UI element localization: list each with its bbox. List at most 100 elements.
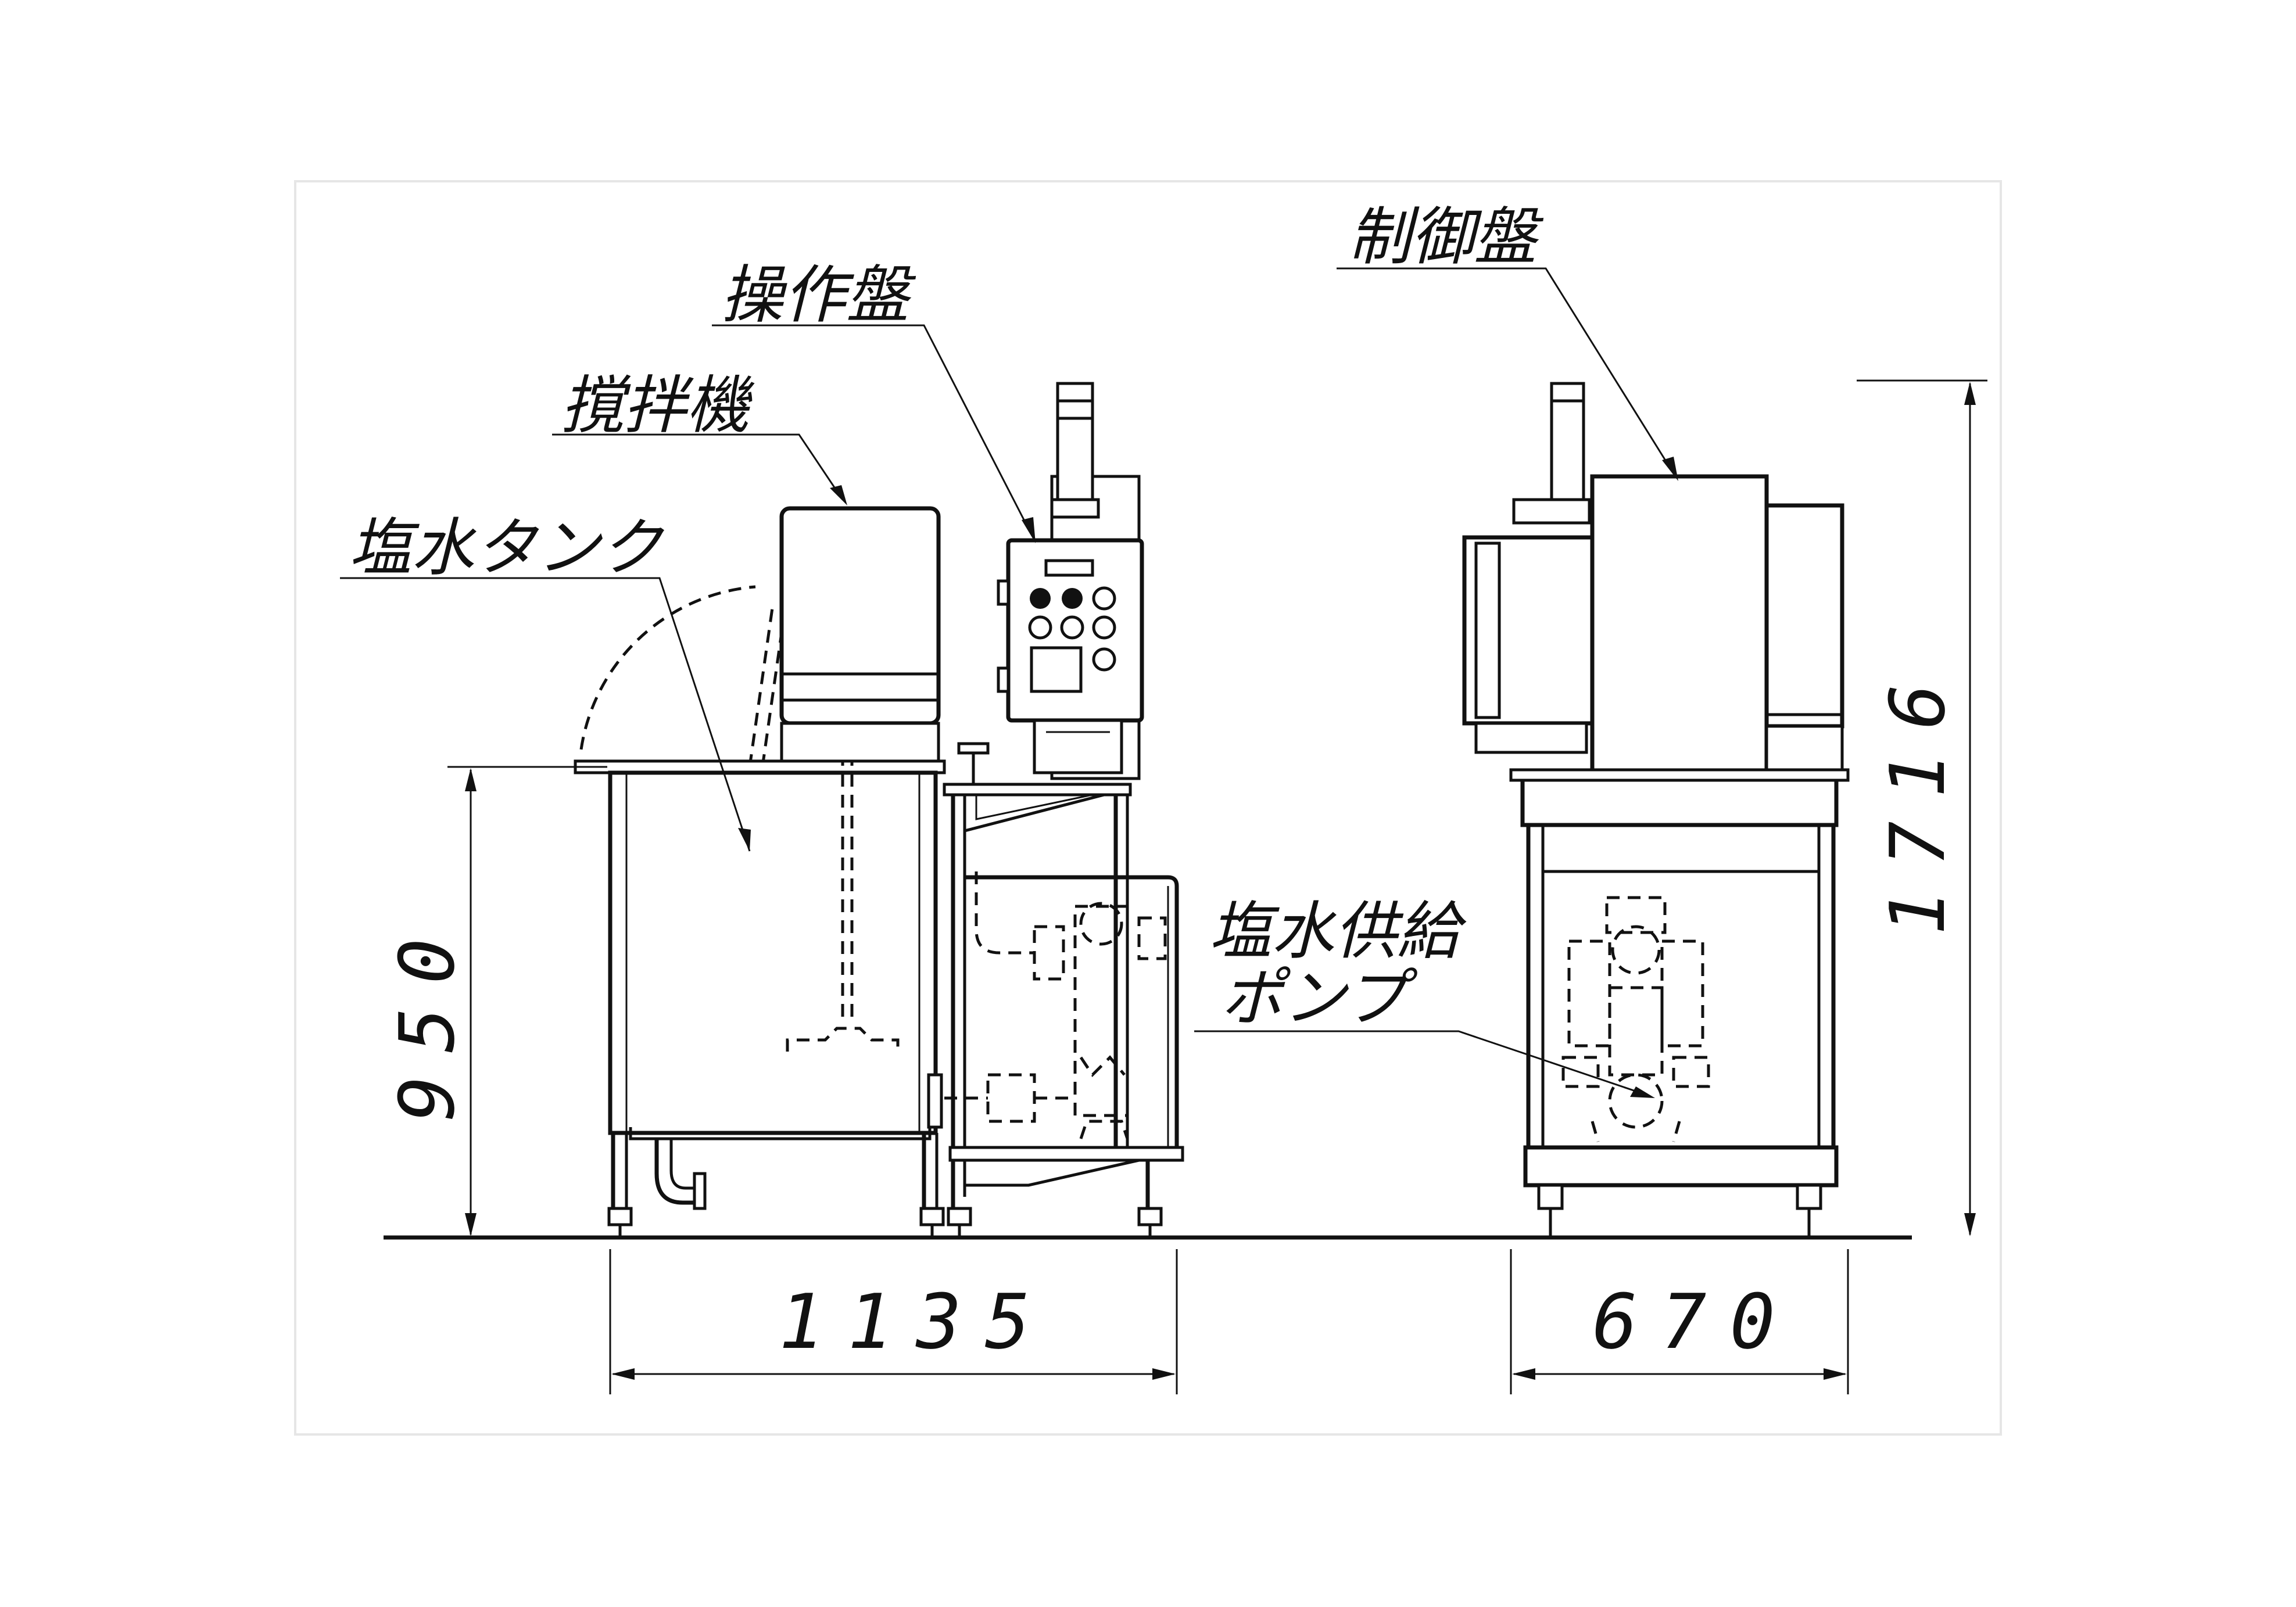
hidden-pipe-upper (975, 871, 1034, 955)
side-pump-base (1608, 1073, 1664, 1129)
panel-button-1 (1030, 588, 1051, 609)
dim-950-arrow-bottom (465, 1213, 477, 1236)
side-signal-tower (1550, 382, 1585, 519)
dim-670-arrow-left (1512, 1368, 1535, 1380)
mixer-base (780, 722, 940, 763)
dim-950-arrow-top (465, 768, 477, 791)
side-pump-port-r (1672, 1056, 1710, 1088)
panel-switch-1 (1028, 615, 1052, 640)
brine-tank-body (608, 770, 938, 1135)
hidden-pump-head (1079, 902, 1123, 946)
control-panel-mount-l (1474, 722, 1588, 754)
tank-drain-elbow-i (669, 1139, 697, 1190)
label-mixer: 撹拌機 (561, 370, 755, 442)
dim-1716-arrow-top (1964, 382, 1976, 405)
leader-operation-panel-arrow (1022, 517, 1036, 543)
side-signal-bracket (1512, 498, 1591, 525)
control-panel-side-left (1462, 535, 1595, 726)
frame-brace-2 (975, 794, 1093, 820)
side-leaders (1194, 267, 1678, 1098)
dim-label-950: 950 (383, 915, 471, 1121)
side-top-plate (1520, 776, 1839, 827)
dim-label-1716: 1716 (1874, 661, 1962, 935)
side-inner-box (1541, 870, 1821, 1149)
operation-panel-hinge-top (997, 579, 1010, 606)
front-view (574, 382, 1184, 1237)
leader-brine-pump (1194, 1030, 1648, 1096)
control-panel-side-right (1764, 503, 1844, 729)
pump-base-skirt (963, 1158, 1140, 1187)
tank-foot-left (607, 1207, 633, 1226)
dim-670-arrow-right (1824, 1368, 1847, 1380)
frame-top-plate (943, 783, 1132, 797)
hidden-pump-lower (1079, 1055, 1129, 1139)
label-control-panel: 制御盤 (1348, 201, 1544, 274)
dim-1135-arrow-right (1152, 1368, 1176, 1380)
side-base-plate (1523, 1145, 1839, 1188)
tank-foot-right (919, 1207, 945, 1226)
panel-button-3 (1092, 586, 1116, 611)
side-pump-chamber-r (1660, 939, 1704, 1048)
side-top-plate-lip (1509, 768, 1850, 782)
leader-mixer (552, 433, 844, 500)
operation-panel-mount (1033, 719, 1123, 774)
panel-switch-3 (1092, 615, 1116, 640)
control-panel-box (1590, 474, 1769, 781)
control-panel-side-left-i (1474, 541, 1501, 719)
dim-label-1135: 1135 (779, 1278, 1054, 1366)
leader-brine-tank (340, 577, 751, 852)
tank-lid-open (748, 604, 775, 767)
signal-tower-bracket (1050, 498, 1100, 519)
tank-lid-swing-arc (579, 585, 756, 750)
tank-outlet-valve (927, 1073, 943, 1129)
hidden-valve-lower (986, 1073, 1036, 1123)
pump-foot-left (947, 1207, 972, 1226)
label-operation-panel: 操作盤 (721, 259, 916, 332)
side-pump-top (1605, 896, 1667, 934)
side-pump-center (1608, 986, 1664, 1077)
dim-1135-arrow-left (611, 1368, 635, 1380)
pump-base-plate (948, 1146, 1184, 1162)
signal-tower-stem (1056, 382, 1094, 513)
leader-mixer-arrow (830, 485, 847, 505)
pump-cabinet (965, 875, 1179, 1156)
label-brine-pump-line1: 塩水供給 (1209, 895, 1467, 968)
side-foot-left (1537, 1183, 1564, 1210)
leader-brine-tank-arrow (738, 828, 751, 851)
mixer-impeller (786, 1027, 900, 1052)
leader-operation-panel (712, 324, 1033, 535)
leader-control-panel (1337, 267, 1675, 474)
panel-display (1030, 646, 1083, 693)
side-pump-port-l (1561, 1056, 1600, 1088)
front-leaders (340, 324, 1036, 852)
tank-drain-cap (693, 1172, 707, 1210)
panel-indicator-bar (1044, 559, 1094, 577)
label-brine-pump-line2: ポンプ (1220, 962, 1419, 1035)
dim-label-670: 670 (1592, 1278, 1799, 1366)
hidden-pump-port (1137, 916, 1167, 960)
handle-knob (957, 742, 990, 755)
dim-1716-arrow-bottom (1964, 1213, 1976, 1236)
side-pump-chamber-l (1567, 939, 1611, 1048)
panel-button-2 (1062, 588, 1083, 609)
leader-control-panel-arrow (1662, 457, 1678, 481)
frame-brace (963, 793, 1105, 833)
dimensions (447, 379, 1987, 1394)
panel-switch-4 (1092, 647, 1116, 672)
pump-foot-right (1137, 1207, 1163, 1226)
mixer-housing (779, 506, 941, 726)
leader-brine-pump-arrow (1630, 1086, 1655, 1098)
drawing-frame (294, 180, 2002, 1436)
tank-bottom (629, 1127, 932, 1140)
tank-drain-elbow (654, 1139, 697, 1205)
panel-switch-2 (1060, 615, 1084, 640)
side-pump-feet (1591, 1121, 1681, 1142)
side-pump-head (1611, 925, 1661, 975)
side-view (1462, 382, 1850, 1237)
operation-panel-hinge-bottom (997, 666, 1010, 693)
control-panel-mount-r (1765, 724, 1844, 774)
label-brine-tank: 塩水タンク (349, 512, 665, 584)
side-foot-right (1796, 1183, 1822, 1210)
hidden-valve-upper (1033, 925, 1065, 981)
